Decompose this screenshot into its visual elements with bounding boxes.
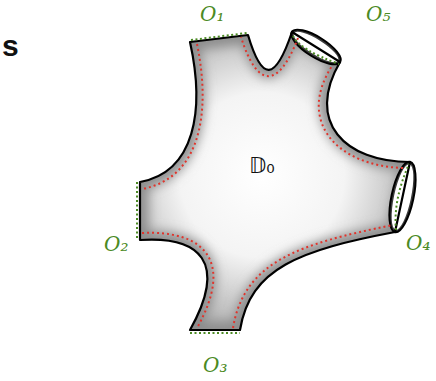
boundary-end bbox=[396, 164, 409, 230]
surface-outline bbox=[140, 32, 410, 330]
boundary-end bbox=[190, 332, 240, 334]
boundary-end bbox=[191, 33, 247, 40]
surface-shading bbox=[140, 32, 410, 330]
inner-boundary bbox=[233, 225, 393, 328]
region-label: 𝔻₀ bbox=[249, 156, 275, 177]
boundary-label: O₁ bbox=[200, 4, 224, 24]
boundary-end bbox=[137, 33, 409, 333]
inner-boundary bbox=[142, 37, 403, 328]
inner-boundary bbox=[142, 44, 203, 189]
boundary-label: O₅ bbox=[366, 4, 390, 24]
boundary-label: O₄ bbox=[406, 233, 430, 253]
boundary-label: O₂ bbox=[104, 234, 128, 254]
boundary-end bbox=[136, 182, 138, 240]
cut-off-text: s bbox=[2, 31, 19, 61]
inner-boundary bbox=[241, 37, 298, 76]
inner-boundary bbox=[142, 233, 213, 328]
boundary-end bbox=[293, 36, 339, 64]
inner-boundary bbox=[319, 66, 403, 168]
boundary-label: O₃ bbox=[203, 355, 227, 375]
surface-fill bbox=[140, 32, 410, 330]
